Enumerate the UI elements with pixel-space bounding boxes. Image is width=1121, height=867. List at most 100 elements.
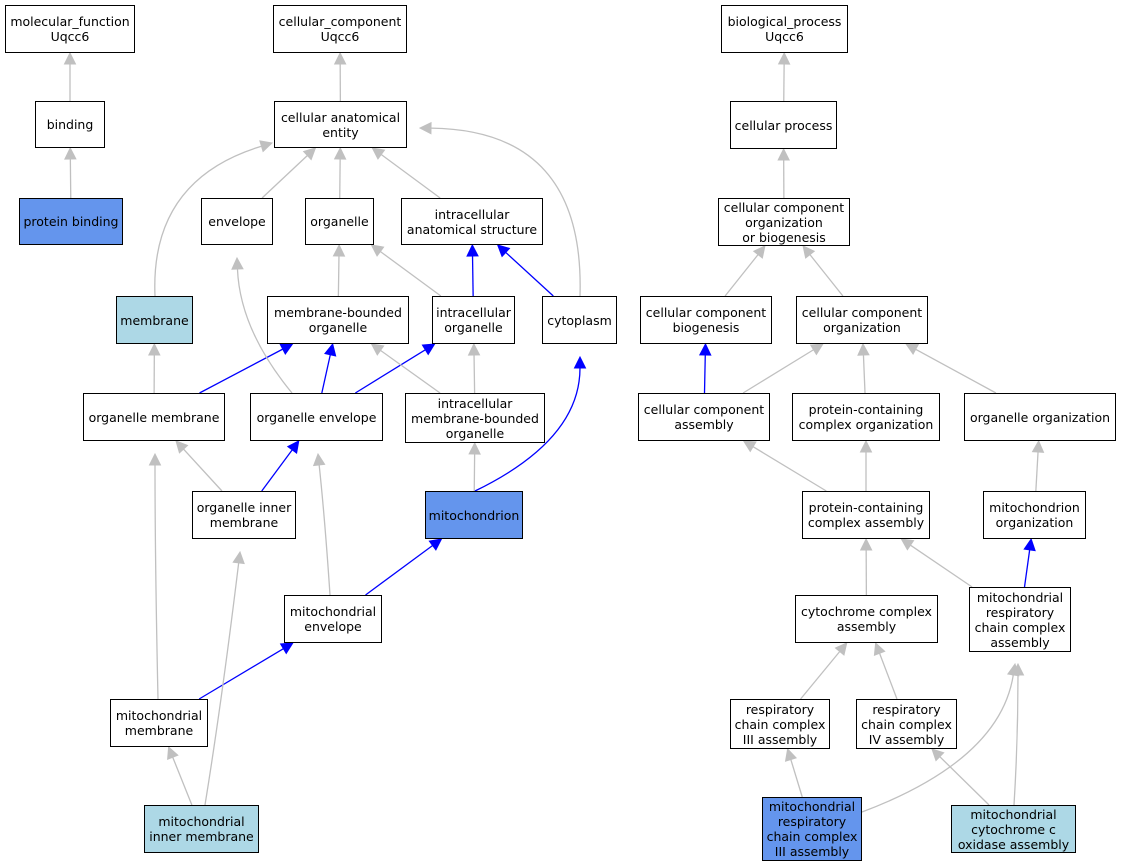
node-label-line: mitochondrial [976, 589, 1064, 605]
go-term-node-mitochondrion[interactable]: mitochondrion [425, 491, 523, 539]
node-label-line: IV assembly [868, 731, 945, 747]
node-label-line: intracellular [434, 206, 510, 222]
edge-envelope-to-cellular-anatomical-entity-arrowhead [302, 147, 317, 161]
node-label-line: biogenesis [672, 320, 740, 335]
node-label-line: membrane-bounded [274, 305, 402, 320]
edge-mitochondrial-membrane-to-mitochondrial-envelope-arrowhead [279, 642, 294, 655]
node-label-line: organelle [308, 320, 368, 335]
edge-intracellular-anatomical-structure-to-cellular-anatomical-entity-arrowhead [371, 147, 386, 160]
node-label-line: intracellular [436, 305, 511, 320]
go-term-node-organelle-membrane[interactable]: organelle membrane [83, 393, 225, 441]
edge-protein-containing-complex-assembly-to-cellular-component-assembly [752, 446, 827, 492]
edge-protein-containing-complex-organization-to-cellular-component-organization-arrowhead [857, 342, 870, 356]
edge-mitochondrial-envelope-to-mitochondrion [365, 545, 433, 596]
edge-mitochondrial-membrane-to-mitochondrial-envelope [198, 648, 284, 700]
edge-mitochondrial-envelope-to-mitochondrion-arrowhead [428, 538, 443, 551]
node-label-line: anatomical structure [406, 221, 538, 237]
node-label-line: organelle [444, 320, 503, 335]
go-term-node-organelle[interactable]: organelle [305, 198, 374, 245]
node-label-line: cellular anatomical [280, 109, 401, 125]
edge-mitochondrial-cytochrome-c-oxidase-assembly-to-respiratory-chain-complex-iv-assembly-arrowhead [931, 748, 945, 762]
go-term-node-membrane[interactable]: membrane [116, 296, 193, 344]
edge-organelle-organization-to-cellular-component-organization [915, 348, 997, 394]
node-label-line: chain complex [734, 716, 826, 732]
edge-membrane-bounded-organelle-to-organelle [337, 255, 340, 297]
edge-cellular-component-assembly-to-cellular-component-organization-arrowhead [809, 343, 824, 356]
edge-cytoplasm-to-intracellular-anatomical-structure [505, 251, 554, 297]
edge-organelle-membrane-to-membrane-bounded-organelle-arrowhead [279, 343, 294, 355]
edge-mitochondrial-inner-membrane-to-organelle-inner-membrane-arrowhead [232, 550, 245, 565]
go-term-node-cytoplasm[interactable]: cytoplasm [542, 296, 617, 344]
node-label-line: cellular component [645, 305, 767, 320]
edge-envelope-to-cellular-anatomical-entity [261, 155, 308, 199]
go-term-node-protein-binding[interactable]: protein binding [19, 198, 123, 245]
node-label-line: protein binding [23, 214, 119, 229]
node-label-line: entity [322, 124, 359, 140]
edge-mitochondrial-respiratory-chain-complex-iii-assembly-to-respiratory-chain-complex-iii-assembly-arrowhead [784, 747, 798, 762]
node-label-line: mitochondrion [428, 507, 520, 523]
edge-organelle-inner-membrane-to-organelle-membrane [183, 448, 223, 492]
node-label-line: organelle inner [196, 500, 292, 515]
go-term-node-organelle-envelope[interactable]: organelle envelope [250, 393, 383, 441]
edge-mitochondrial-envelope-to-organelle-envelope [318, 464, 331, 596]
go-term-node-envelope[interactable]: envelope [201, 198, 273, 245]
node-label-line: cellular component [643, 402, 765, 417]
go-term-node-binding[interactable]: binding [35, 101, 105, 148]
node-label-line: envelope [304, 619, 362, 634]
edge-cellular-component-biogenesis-to-cellular-component-organization-or-biogenesis-arrowhead [752, 245, 766, 259]
node-label-line: cytochrome complex [801, 604, 932, 619]
node-label-line: mitochondrial [768, 799, 856, 814]
go-term-node-cellular-process[interactable]: cellular process [730, 101, 837, 149]
edge-intracellular-organelle-to-organelle-arrowhead [370, 244, 385, 257]
edge-mitochondrial-cytochrome-c-oxidase-assembly-to-mitochondrial-respiratory-chain-complex-assembly [1013, 674, 1019, 806]
node-label-line: organelle [445, 425, 505, 441]
node-label-line: chain complex [974, 619, 1066, 635]
edge-protein-containing-complex-assembly-to-cellular-component-assembly-arrowhead [742, 440, 757, 453]
edge-protein-binding-to-binding-arrowhead [64, 146, 77, 160]
node-label-line: organization [995, 515, 1074, 530]
edge-intracellular-organelle-to-organelle [379, 250, 442, 297]
node-label-line: cellular_component [278, 14, 402, 29]
edge-mitochondrial-envelope-to-organelle-envelope-arrowhead [312, 452, 326, 467]
node-label-line: organelle envelope [256, 409, 377, 425]
edge-mitochondrial-respiratory-chain-complex-assembly-to-mitochondrion-organization [1023, 549, 1031, 588]
node-label-line: cellular process [734, 117, 833, 133]
node-label-line: chain complex [766, 829, 858, 844]
edge-mitochondrial-respiratory-chain-complex-iii-assembly-to-mitochondrial-respiratory-chain-complex-assembly [861, 674, 1014, 813]
edge-cellular-component-biogenesis-to-cellular-component-organization-or-biogenesis [724, 254, 759, 297]
go-term-node-organelle-organization[interactable]: organelle organization [964, 393, 1116, 441]
node-label-line: membrane-bounded [411, 410, 539, 426]
edge-cellular-component-assembly-to-cellular-component-biogenesis [703, 354, 706, 394]
edge-organelle-organization-to-cellular-component-organization-arrowhead [905, 343, 920, 356]
node-label-line: Uqcc6 [765, 29, 804, 44]
edge-organelle-envelope-to-intracellular-organelle [355, 349, 426, 394]
node-label-line: respiratory [872, 701, 941, 717]
edge-respiratory-chain-complex-iii-assembly-to-cytochrome-complex-assembly [800, 651, 841, 700]
